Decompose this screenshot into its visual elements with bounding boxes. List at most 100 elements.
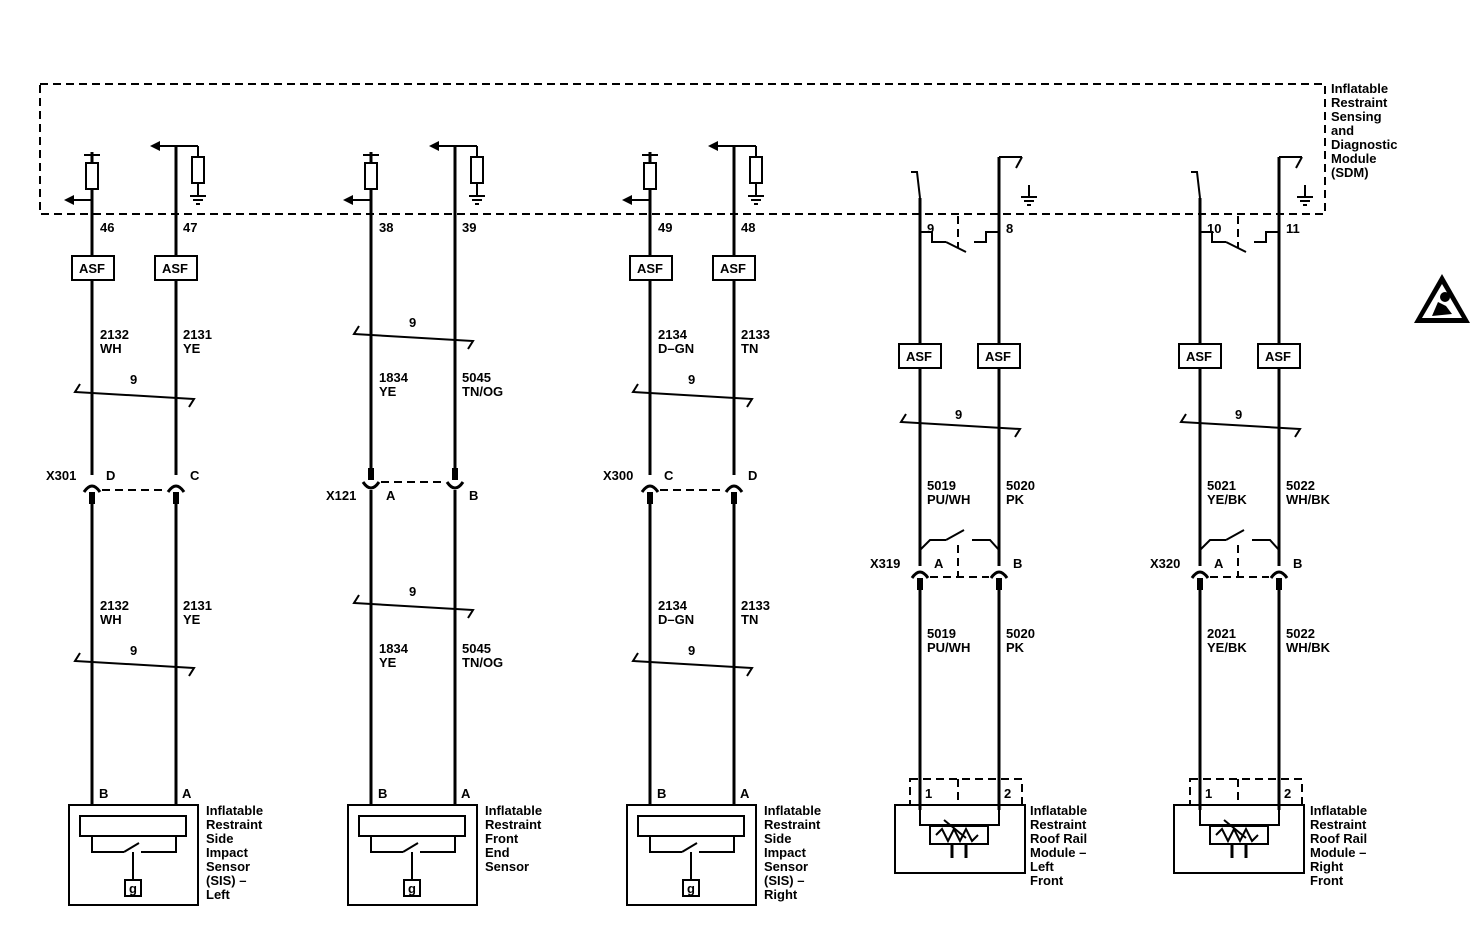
terminal-label: B xyxy=(657,786,666,801)
pin-number: 38 xyxy=(379,220,393,235)
inline-connector-x301: X301 D C xyxy=(46,468,200,493)
svg-text:ASF: ASF xyxy=(720,261,746,276)
twisted-pair-marker: 9 xyxy=(73,643,196,677)
svg-text:ASF: ASF xyxy=(637,261,663,276)
svg-text:9: 9 xyxy=(130,643,137,658)
wire-color: TN xyxy=(741,341,758,356)
sdm-label-line: Diagnostic xyxy=(1331,137,1397,152)
device-label-line: Front xyxy=(1030,873,1064,888)
device-label-line: Inflatable xyxy=(485,803,542,818)
device-label-line: Right xyxy=(1310,859,1344,874)
svg-text:9: 9 xyxy=(688,643,695,658)
device-label-line: Sensor xyxy=(206,859,250,874)
pin-number: 10 xyxy=(1207,221,1221,236)
connector-id: X320 xyxy=(1150,556,1180,571)
device-label-line: Restraint xyxy=(764,817,821,832)
sdm-label-line: Module xyxy=(1331,151,1377,166)
twisted-pair-marker: 9 xyxy=(899,407,1022,438)
wire-color: PU/WH xyxy=(927,492,970,507)
terminal-label: 1 xyxy=(1205,786,1212,801)
wire-color: WH xyxy=(100,612,122,627)
device-label-line: Front xyxy=(485,831,519,846)
wire-number: 5020 xyxy=(1006,626,1035,641)
wire-number: 2134 xyxy=(658,327,688,342)
svg-text:ASF: ASF xyxy=(162,261,188,276)
device-label-line: Module – xyxy=(1030,845,1086,860)
device-label-line: Side xyxy=(764,831,791,846)
wire-number: 5020 xyxy=(1006,478,1035,493)
device-icon-text: g xyxy=(408,881,416,896)
device-label-line: Sensor xyxy=(764,859,808,874)
impact-sensor-device: B A g Inflatable Restraint Side Impact S… xyxy=(68,786,263,906)
device-label-line: (SIS) – xyxy=(206,873,246,888)
terminal-label: A xyxy=(740,786,750,801)
asf-box: ASF xyxy=(154,255,198,281)
circuit-sis-right: 49 48 ASF ASF 2134 D–GN 2133 TN 9 X300 C… xyxy=(603,141,821,906)
twisted-pair-marker: 9 xyxy=(631,643,754,677)
cavity-label: A xyxy=(934,556,944,571)
wire-color: YE/BK xyxy=(1207,492,1247,507)
wire-color: YE xyxy=(379,384,397,399)
asf-box: ASF xyxy=(1257,343,1301,369)
device-label-line: Roof Rail xyxy=(1310,831,1367,846)
device-icon-text: g xyxy=(687,881,695,896)
wire-color: D–GN xyxy=(658,341,694,356)
front-end-sensor-device: B A g Inflatable Restraint Front End Sen… xyxy=(347,786,542,906)
device-label-line: (SIS) – xyxy=(764,873,804,888)
svg-text:ASF: ASF xyxy=(906,349,932,364)
wire-color: YE xyxy=(183,341,201,356)
device-label-line: Right xyxy=(764,887,798,902)
wire-color: WH/BK xyxy=(1286,492,1331,507)
inline-connector-x300: X300 C D xyxy=(603,468,757,493)
terminal-label: B xyxy=(99,786,108,801)
device-label-line: Restraint xyxy=(206,817,263,832)
asf-box: ASF xyxy=(898,343,942,369)
wire-number: 5021 xyxy=(1207,478,1236,493)
device-label-line: Inflatable xyxy=(1310,803,1367,818)
wire-number: 2133 xyxy=(741,598,770,613)
asf-box: ASF xyxy=(712,255,756,281)
wire-color: WH xyxy=(100,341,122,356)
svg-text:9: 9 xyxy=(955,407,962,422)
cavity-label: B xyxy=(1293,556,1302,571)
inline-connector-x319: X319 A B xyxy=(870,529,1022,579)
connector-id: X301 xyxy=(46,468,76,483)
terminal-label: 2 xyxy=(1004,786,1011,801)
connector-id: X300 xyxy=(603,468,633,483)
terminal-label: B xyxy=(378,786,387,801)
pin-number: 9 xyxy=(927,221,934,236)
wire-number: 2131 xyxy=(183,327,212,342)
pin-number: 46 xyxy=(100,220,114,235)
svg-text:9: 9 xyxy=(130,372,137,387)
wire-number: 5022 xyxy=(1286,626,1315,641)
pin-number: 48 xyxy=(741,220,755,235)
twisted-pair-marker: 9 xyxy=(1179,407,1302,438)
wire-number: 2021 xyxy=(1207,626,1236,641)
pin-number: 39 xyxy=(462,220,476,235)
device-label-line: Restraint xyxy=(1310,817,1367,832)
wire-number: 2133 xyxy=(741,327,770,342)
asf-box: ASF xyxy=(1178,343,1222,369)
connector-id: X319 xyxy=(870,556,900,571)
svg-text:9: 9 xyxy=(1235,407,1242,422)
svg-text:9: 9 xyxy=(409,584,416,599)
sdm-module-boundary xyxy=(39,83,1326,215)
cavity-label: C xyxy=(190,468,200,483)
wire-color: PK xyxy=(1006,492,1025,507)
cavity-label: B xyxy=(1013,556,1022,571)
cavity-label: A xyxy=(1214,556,1224,571)
wire-number: 2132 xyxy=(100,598,129,613)
device-label-line: Inflatable xyxy=(1030,803,1087,818)
wire-color: YE xyxy=(183,612,201,627)
device-label-line: End xyxy=(485,845,510,860)
asf-box: ASF xyxy=(71,255,115,281)
svg-text:ASF: ASF xyxy=(985,349,1011,364)
airbag-warning-icon xyxy=(1414,274,1470,323)
cavity-label: D xyxy=(748,468,757,483)
twisted-pair-marker: 9 xyxy=(352,584,475,619)
cavity-label: D xyxy=(106,468,115,483)
sdm-internal-sensor-circuit xyxy=(622,141,764,475)
terminal-label: 1 xyxy=(925,786,932,801)
circuit-sis-left: 46 47 ASF ASF 2132 WH 2131 YE 9 X301 D C… xyxy=(46,141,263,906)
wire-color: PU/WH xyxy=(927,640,970,655)
